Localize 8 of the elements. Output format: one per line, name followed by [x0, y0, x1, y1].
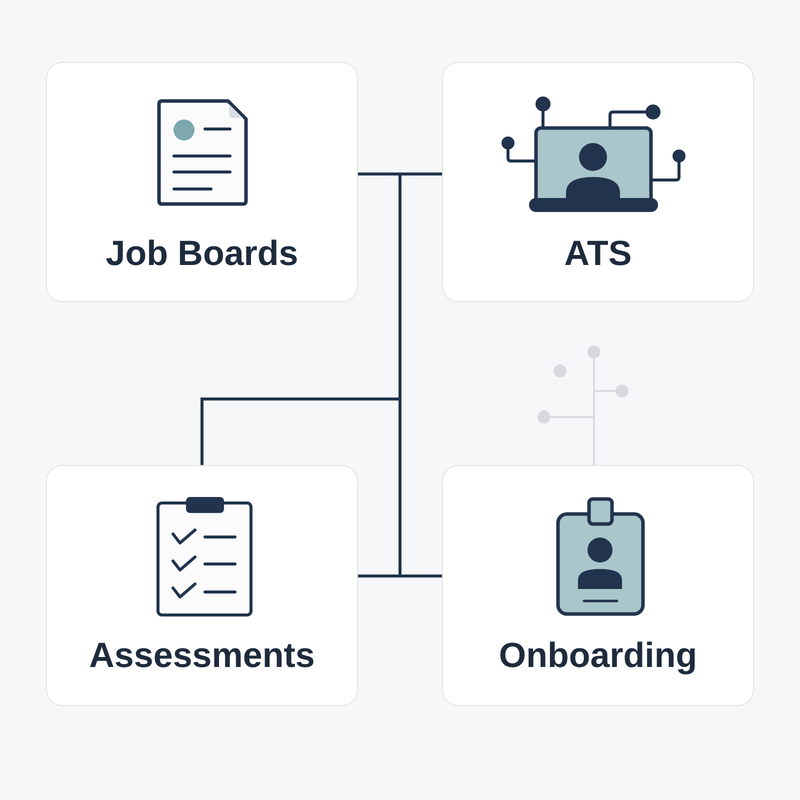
card	[442, 62, 754, 302]
card	[46, 62, 358, 302]
card-title: ATS	[564, 233, 632, 275]
card-title: Job Boards	[106, 233, 298, 275]
card	[46, 465, 358, 706]
card	[442, 465, 754, 706]
card-title: Assessments	[89, 635, 315, 677]
card-title: Onboarding	[498, 635, 698, 677]
